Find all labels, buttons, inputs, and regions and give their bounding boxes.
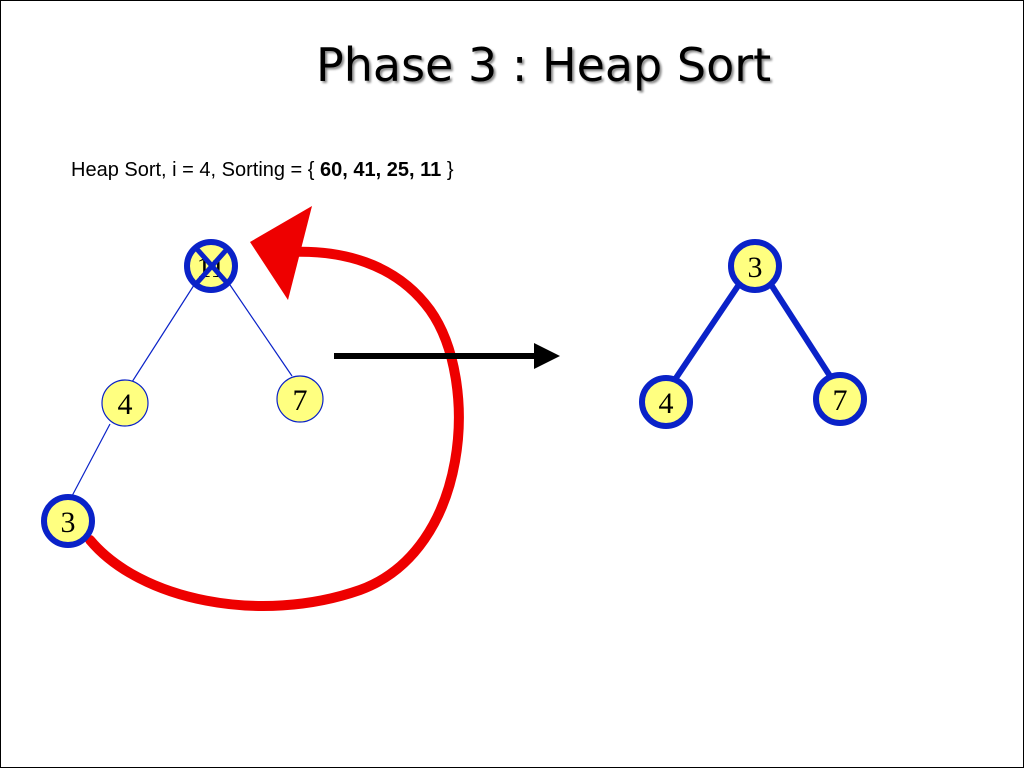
black-arrow-head xyxy=(534,343,560,369)
right-tree-right-node: 7 xyxy=(813,372,867,426)
left-tree-leftleft-value: 3 xyxy=(61,506,76,539)
right-edge-root-left xyxy=(673,281,743,380)
right-edge-root-right xyxy=(767,281,833,378)
left-tree: 11 4 7 3 xyxy=(41,239,324,548)
left-tree-right-node: 7 xyxy=(276,375,324,423)
right-tree-root-node: 3 xyxy=(728,239,782,293)
right-root-value: 3 xyxy=(748,251,763,284)
left-tree-right-value: 7 xyxy=(293,384,308,417)
red-arrow-head xyxy=(250,206,312,300)
right-tree-right-value: 7 xyxy=(833,384,848,417)
left-tree-left-value: 4 xyxy=(118,388,133,421)
right-tree: 3 4 7 xyxy=(639,239,867,429)
edge-left-leftleft xyxy=(71,423,111,497)
black-transform-arrow xyxy=(334,343,560,369)
right-tree-left-value: 4 xyxy=(659,387,674,420)
caption-suffix: } xyxy=(441,159,454,181)
left-tree-edges xyxy=(71,281,293,497)
left-tree-left-node: 4 xyxy=(101,379,149,427)
red-move-arrow xyxy=(85,206,464,611)
slide-title: Phase 3 : Heap Sort xyxy=(316,38,772,92)
caption-sorted-values: 60, 41, 25, 11 xyxy=(320,159,442,181)
edge-root-right xyxy=(227,281,293,377)
edge-root-left xyxy=(131,281,197,383)
cross-mark-line-b xyxy=(194,246,230,286)
heap-sort-caption: Heap Sort, i = 4, Sorting = { 60, 41, 25… xyxy=(71,159,454,182)
right-tree-left-node: 4 xyxy=(639,375,693,429)
red-arrow-curve xyxy=(85,246,464,611)
caption-prefix: Heap Sort, i = 4, Sorting = { xyxy=(71,159,321,181)
left-tree-leftleft-node: 3 xyxy=(41,494,95,548)
left-tree-root-node: 11 xyxy=(184,239,238,293)
